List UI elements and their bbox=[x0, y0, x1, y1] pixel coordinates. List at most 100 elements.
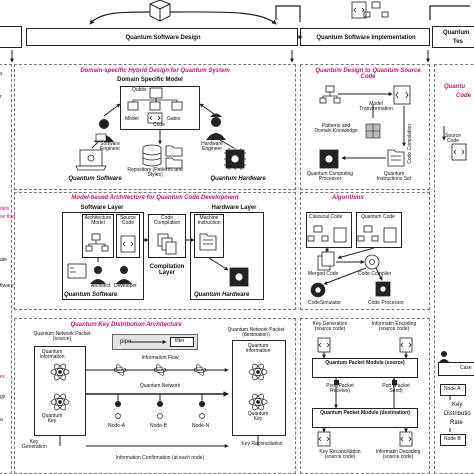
hybrid-code-label: Code bbox=[153, 122, 165, 128]
right-node-b-label: Node B bbox=[444, 436, 461, 442]
algorithms-title: Algorithms bbox=[332, 195, 364, 201]
pkt-module-source-box bbox=[312, 358, 418, 378]
hybrid-hw-engineer-label: Hardware Engineer bbox=[201, 141, 223, 152]
qkd-destination-box bbox=[232, 340, 286, 436]
qd2sc-instructions-set: Quantum Instructions Set bbox=[376, 171, 412, 182]
right-node-b-box bbox=[440, 434, 466, 446]
phase-implementation: Quantum Software Implementation bbox=[300, 28, 430, 46]
qd2sc-patterns-knowledge: Patterns and Domain Knowledge bbox=[314, 123, 358, 134]
left-edge-text-2: r bbox=[0, 94, 2, 100]
right-key-label: Key bbox=[452, 402, 463, 408]
qkd-node-b: Node-B bbox=[150, 423, 167, 429]
mda-software-layer-label: Software Layer bbox=[80, 205, 124, 211]
phase-design: Quantum Software Design bbox=[26, 28, 298, 46]
hybrid-model-label: Model bbox=[125, 116, 139, 122]
left-edge-text-7: er bbox=[0, 374, 5, 380]
right-node-a-label: Node A bbox=[444, 386, 461, 392]
pkt-port-send: Port (Packet Send) bbox=[382, 383, 410, 394]
hybrid-sw-engineer-label: Software Engineer bbox=[99, 141, 120, 152]
qkd-info-flow-label: Information Flow bbox=[141, 355, 179, 361]
right-distribution-label: Distributio bbox=[444, 411, 471, 417]
qkd-key-generation: Key Generation bbox=[22, 439, 47, 450]
top-bracket-2 bbox=[429, 5, 470, 20]
top-loop-left bbox=[89, 11, 151, 25]
qd2sc-panel bbox=[300, 64, 430, 190]
algorithms-compiler-label: Code Compiler bbox=[358, 271, 392, 277]
qkd-key-reconciliation: Key Reconciliation bbox=[241, 441, 283, 447]
mda-architect-label: Architect bbox=[91, 283, 111, 289]
qkd-network-label: Quantum Network bbox=[139, 383, 181, 389]
qd2sc-code-compilation: Code Compilation bbox=[407, 124, 413, 164]
qd2sc-processor: Quantum Computing Processor bbox=[306, 171, 354, 182]
mda-panel bbox=[14, 192, 296, 310]
right-case-label: Case bbox=[460, 365, 472, 371]
top-loop-right bbox=[169, 11, 277, 25]
pkt-module-destination-label: Quantum Packet Module (destination) bbox=[320, 410, 410, 416]
right-quantum-partial: Quantu bbox=[444, 84, 465, 90]
left-edge-panel bbox=[0, 64, 12, 474]
algorithms-processor-label: Code Processor bbox=[368, 300, 404, 306]
qkd-packet-source: Quantum Network Packet (source) bbox=[33, 331, 91, 342]
qkd-pipe-label: pipe bbox=[120, 339, 132, 345]
right-code-partial: Code bbox=[456, 93, 471, 99]
mda-quantum-hardware-label: Quantum Hardware bbox=[194, 292, 250, 298]
left-edge-text-6: ftware bbox=[0, 283, 14, 289]
mda-machine-instruction-label: Machine Instruction bbox=[197, 215, 221, 226]
qkd-quantum-key-src: Quantum Key bbox=[41, 413, 63, 424]
left-edge-text-5: ate bbox=[0, 257, 7, 263]
hybrid-quantum-software-label: Quantum Software bbox=[68, 176, 122, 182]
hybrid-qubits-label: Qubits bbox=[132, 87, 147, 93]
pkt-module-destination-box bbox=[312, 408, 418, 428]
mda-hardware-layer-label: Hardware Layer bbox=[211, 205, 257, 211]
pkt-module-source-label: Quantum Packet Module (source) bbox=[325, 360, 405, 366]
left-edge-text-1: s bbox=[0, 71, 3, 77]
phase-testing-label-2: Tes bbox=[453, 39, 463, 45]
hybrid-quantum-hardware-label: Quantum Hardware bbox=[210, 176, 266, 182]
mda-architecture-model-label: Architecture Model bbox=[84, 215, 112, 226]
left-edge-text-8: gy bbox=[0, 394, 6, 400]
left-edge-text-9: a bbox=[0, 417, 3, 423]
top-code-icon bbox=[351, 1, 367, 19]
algorithms-panel bbox=[300, 192, 430, 310]
top-cube-icon bbox=[149, 0, 171, 22]
hybrid-gates-label: Gates bbox=[167, 116, 181, 122]
phase-design-label: Quantum Software Design bbox=[125, 35, 201, 41]
qd2sc-model-transformation: Model Transformation bbox=[359, 101, 393, 112]
phase-implementation-label: Quantum Software Implementation bbox=[316, 35, 416, 41]
hybrid-dsm-label: Domain Specific Model bbox=[117, 77, 183, 83]
qkd-quantum-info-src: Quantum Information bbox=[39, 349, 65, 360]
qkd-node-n: Node-N bbox=[192, 423, 210, 429]
right-source-code: Source Code bbox=[445, 133, 461, 144]
mda-title: Model-based Architecture for Quantum Cod… bbox=[71, 195, 239, 201]
phase-left-partial bbox=[0, 26, 22, 48]
left-edge-text-4: se that bbox=[0, 214, 16, 220]
qkd-filter-label: filter bbox=[175, 338, 185, 344]
qkd-packet-destination: Quantum Network Packet (destination) bbox=[227, 327, 285, 338]
pkt-info-encoding: Informatin Encoding (source code) bbox=[371, 321, 417, 332]
qd2sc-title: Quantum Design to Quantum Source Code bbox=[315, 68, 421, 80]
top-diagram-icon bbox=[363, 1, 389, 18]
mda-quantum-software-label: Quantum Software bbox=[64, 292, 118, 298]
top-bracket-1 bbox=[275, 5, 301, 22]
qkd-source-box bbox=[34, 346, 86, 436]
mda-source-code-label: Source Code bbox=[120, 215, 136, 226]
mda-compilation-layer-label: Compilation Layer bbox=[149, 264, 185, 276]
pkt-port-receive: Port (Packet Receive) bbox=[326, 383, 354, 394]
qkd-filter-chip bbox=[170, 337, 194, 347]
pkt-key-generation: Key Generation (source code) bbox=[312, 321, 348, 332]
hybrid-design-title: Domain-specific Hybrid Design for Quantu… bbox=[80, 68, 230, 74]
qkd-info-confirmation: Information Confirmation (at each node) bbox=[115, 455, 205, 461]
right-node-a-box bbox=[440, 384, 466, 396]
mda-code-compilation-label: Code Compilation bbox=[153, 215, 181, 226]
hybrid-design-panel bbox=[14, 64, 296, 190]
phase-testing: Quantum Tes bbox=[432, 26, 474, 48]
algorithms-quantum-label: Quantum Code bbox=[361, 214, 395, 220]
algorithms-classical-label: Classical Code bbox=[309, 214, 343, 220]
pkt-key-reconciliation: Key Reconciliation (source code) bbox=[319, 449, 361, 460]
algorithms-merged-label: Merged Code bbox=[308, 271, 339, 277]
left-edge-text-3: dels bbox=[0, 206, 10, 212]
qkd-quantum-info-dst: Quantum Information bbox=[245, 343, 271, 354]
qkd-title: Quantum Key Distribution Architecture bbox=[70, 322, 182, 328]
qkd-quantum-key-dst: Quantum Key bbox=[247, 411, 269, 422]
